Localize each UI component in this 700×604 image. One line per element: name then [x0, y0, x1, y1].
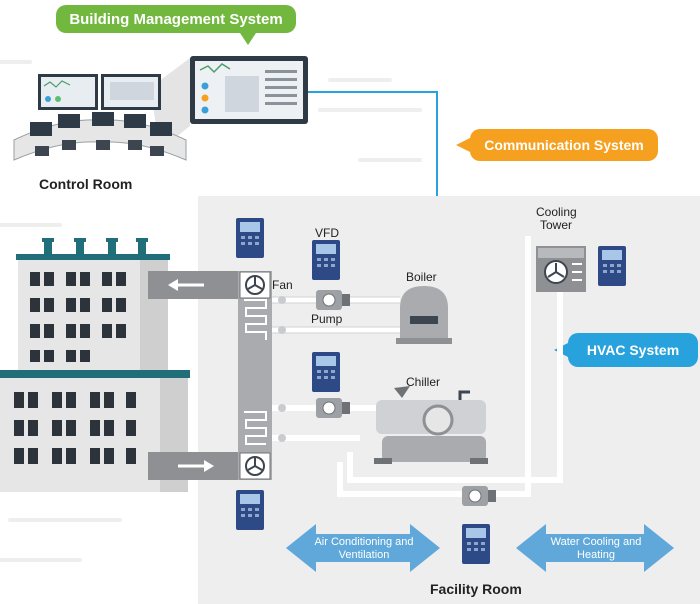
fan-icon	[239, 271, 271, 299]
hvac-callout: HVAC System	[568, 333, 698, 367]
pump-icon-condenser	[462, 486, 496, 506]
vfd-icon-condenser-pump	[462, 524, 490, 564]
piping	[272, 236, 563, 497]
boiler-icon	[396, 286, 452, 344]
aircon-label-line2: Ventilation	[338, 549, 390, 561]
fan-icon-lower	[239, 452, 271, 480]
air-ducts	[148, 271, 272, 480]
aircon-double-arrow	[286, 524, 440, 572]
vfd-icon-pump	[312, 240, 340, 280]
fan-label: Fan	[272, 278, 293, 292]
chiller-icon	[374, 386, 488, 464]
chiller-label: Chiller	[406, 375, 441, 389]
communication-callout: Communication System	[470, 129, 658, 161]
vfd-label: VFD	[315, 226, 339, 240]
bms-monitor-icon	[190, 56, 308, 124]
water-label-line1: Water Cooling and	[550, 536, 642, 548]
control-room-label: Control Room	[39, 176, 133, 192]
cooling-tower-icon	[536, 246, 586, 292]
control-room-illustration	[13, 74, 187, 161]
boiler-label: Boiler	[406, 270, 437, 284]
aircon-label-line1: Air Conditioning and	[314, 536, 414, 548]
supply-air-arrow	[178, 460, 214, 472]
vfd-icon-fan	[236, 218, 264, 258]
heat-exchanger-coils	[244, 299, 267, 445]
vfd-icon-chiller-pump	[312, 352, 340, 392]
water-label-line2: Heating	[577, 549, 615, 561]
pipe-joints	[278, 296, 286, 442]
building-illustration	[0, 238, 190, 492]
return-air-arrow	[168, 279, 204, 291]
pump-icon	[316, 290, 350, 310]
communication-line	[308, 91, 438, 196]
pump-icon-chiller	[316, 398, 350, 418]
pump-label: Pump	[311, 312, 343, 326]
background-texture	[0, 60, 422, 562]
bms-callout: Building Management System	[56, 5, 296, 33]
comm-callout-pointer	[456, 138, 470, 152]
cooling-tower-label-line2: Tower	[540, 218, 573, 232]
vfd-icon-cooling-tower	[598, 246, 626, 286]
facility-room-label: Facility Room	[430, 581, 522, 597]
water-double-arrow	[516, 524, 674, 572]
bms-callout-pointer	[240, 33, 256, 45]
cooling-tower-label-line1: Cooling	[536, 205, 577, 219]
vfd-icon-supply-fan	[236, 490, 264, 530]
